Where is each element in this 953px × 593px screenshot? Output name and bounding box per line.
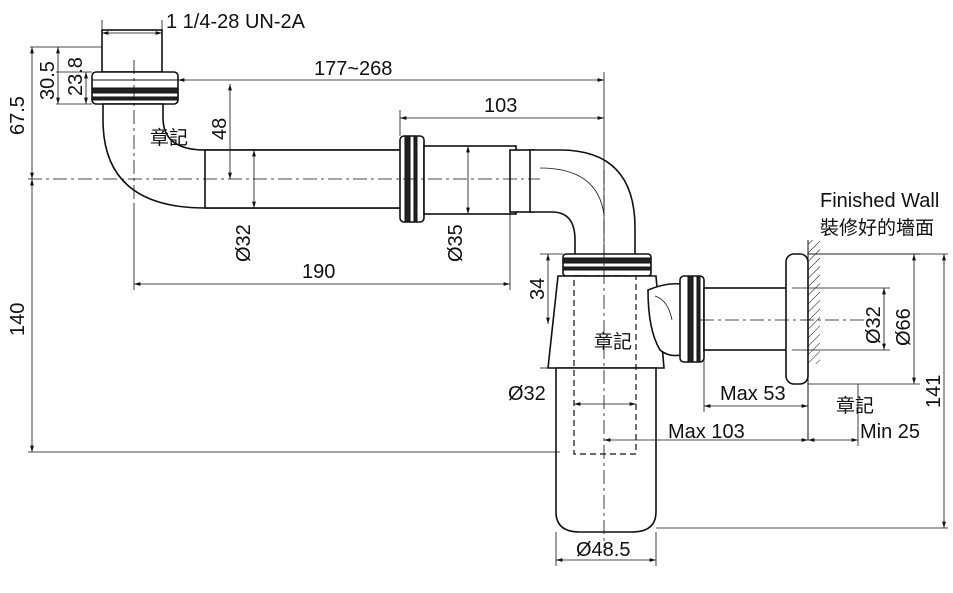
dimension-labels: 1 1/4-28 UN-2A 30.5 23.8 67.5 177~268 10… — [7, 11, 945, 561]
dim-dia-66: Ø66 — [893, 308, 915, 346]
dim-dia-35: Ø35 — [445, 224, 467, 262]
dim-30-5: 30.5 — [37, 61, 59, 100]
dim-dia-48-5: Ø48.5 — [576, 539, 630, 561]
dim-23-8: 23.8 — [65, 57, 87, 96]
dim-140: 140 — [7, 303, 29, 336]
trap-body — [91, 29, 809, 533]
dim-max-53: Max 53 — [720, 383, 786, 405]
bottle-upper — [547, 275, 665, 369]
dim-34: 34 — [527, 278, 549, 300]
dim-67-5: 67.5 — [7, 96, 29, 135]
finished-wall-label-zh: 裝修好的墻面 — [820, 217, 934, 239]
thread-label: 1 1/4-28 UN-2A — [166, 11, 306, 33]
dim-177-268: 177~268 — [314, 58, 392, 80]
dim-max-103: Max 103 — [668, 421, 745, 443]
bottle-nut — [562, 253, 652, 277]
dimension-lines — [28, 20, 948, 566]
finished-wall-label: Finished Wall — [820, 190, 939, 212]
dim-dia-32-dip: Ø32 — [508, 383, 546, 405]
dim-103: 103 — [484, 95, 517, 117]
wall-pipe — [703, 287, 793, 351]
sleeve — [423, 145, 517, 215]
wall-hatch — [808, 240, 820, 364]
dip-tube — [573, 275, 637, 455]
dim-min-25: Min 25 — [860, 421, 920, 443]
dim-dia-32-wall: Ø32 — [863, 306, 885, 344]
bottle-lower — [555, 367, 657, 533]
dim-dia-32-pipe: Ø32 — [233, 224, 255, 262]
wall-flange — [785, 253, 809, 385]
stamp-mark-1: 章記 — [150, 127, 188, 149]
dim-190: 190 — [302, 261, 335, 283]
outlet-bend — [529, 149, 636, 263]
inlet-thread — [101, 29, 163, 73]
stamp-mark-3: 章記 — [836, 395, 874, 417]
dim-48: 48 — [209, 118, 231, 140]
dim-141: 141 — [923, 375, 945, 408]
stamp-mark-2: 章記 — [594, 331, 632, 353]
